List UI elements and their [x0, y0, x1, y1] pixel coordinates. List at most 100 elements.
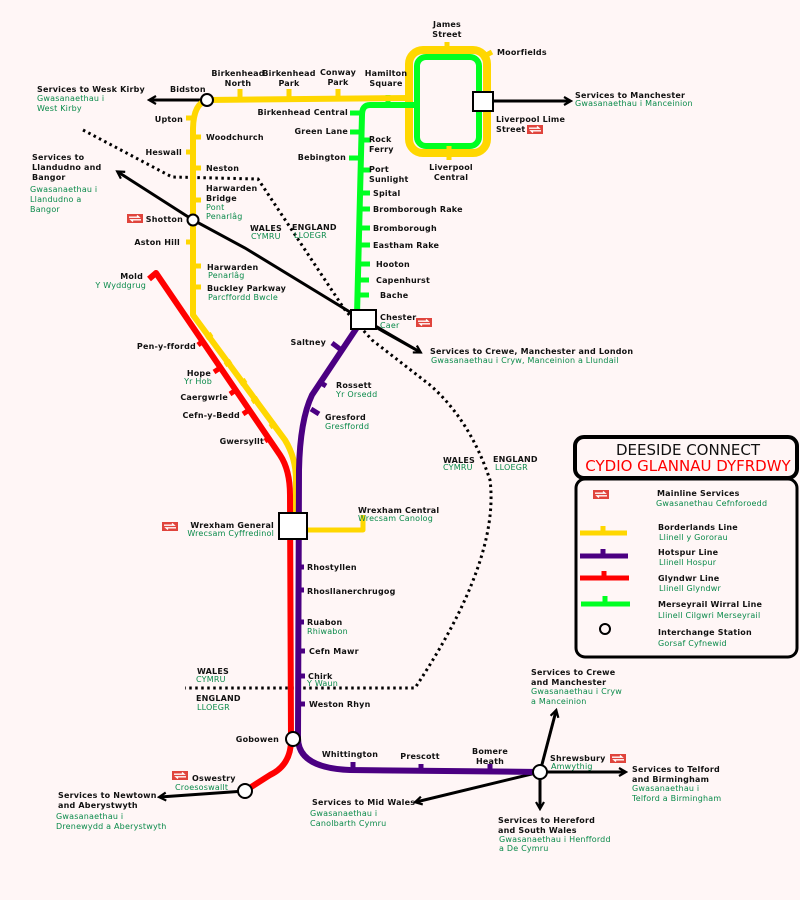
station-label[interactable]: Heswall: [145, 148, 182, 157]
station-label[interactable]: Upton: [155, 115, 183, 124]
lime-street-station[interactable]: [472, 91, 494, 112]
lloegr-label: LLOEGR: [197, 703, 230, 712]
chester-station[interactable]: [350, 309, 377, 330]
station-label[interactable]: Weston Rhyn: [309, 700, 371, 709]
station-label[interactable]: Bridge: [206, 194, 237, 203]
station-label[interactable]: Bomere: [472, 747, 508, 756]
station-label[interactable]: Hope: [187, 369, 212, 378]
station-label[interactable]: Gresford: [325, 413, 366, 422]
service-label: Services to Hereford: [498, 816, 595, 825]
station-label[interactable]: Bebington: [298, 153, 346, 162]
station-label[interactable]: Aston Hill: [134, 238, 180, 247]
station-label[interactable]: Chester: [380, 313, 416, 322]
station-label[interactable]: Rock: [369, 135, 392, 144]
station-label[interactable]: Oswestry: [192, 774, 236, 783]
station-label[interactable]: Chirk: [308, 672, 333, 681]
station-label[interactable]: Moorfields: [497, 48, 547, 57]
station-label[interactable]: Heath: [476, 757, 504, 766]
service-label: and Aberystwyth: [58, 801, 138, 810]
station-label[interactable]: Liverpool: [429, 163, 473, 172]
station-label[interactable]: Port: [369, 165, 389, 174]
wales-label: WALES: [443, 456, 475, 465]
station-label[interactable]: Birkenhead Central: [257, 108, 348, 117]
station-label[interactable]: Cefn Mawr: [309, 647, 359, 656]
mid-wales-arrow: [416, 770, 541, 802]
legend-label-welsh: Gorsaf Cyfnewid: [658, 639, 727, 648]
wales-label: WALES: [197, 667, 229, 676]
station-label[interactable]: Hamilton: [365, 69, 408, 78]
oswestry-interchange[interactable]: [237, 783, 253, 799]
station-label[interactable]: Ruabon: [307, 618, 342, 627]
station-label[interactable]: Cefn-y-Bedd: [182, 411, 240, 420]
station-label[interactable]: Bromborough: [373, 224, 437, 233]
merseyrail-line: [349, 95, 418, 316]
station-label[interactable]: Birkenhead: [211, 69, 264, 78]
station-label[interactable]: Birkenhead: [262, 69, 315, 78]
service-label: Services to Mid Wales: [312, 798, 415, 807]
station-label-welsh: Penarlâg: [208, 271, 245, 280]
station-label[interactable]: Sunlight: [369, 175, 408, 184]
station-label[interactable]: Central: [434, 173, 468, 182]
station-label[interactable]: Saltney: [291, 338, 327, 347]
service-label: Services to Telford: [632, 765, 720, 774]
station-label[interactable]: Caergwrle: [180, 393, 228, 402]
service-label: and Birmingham: [632, 775, 709, 784]
bidston-interchange[interactable]: [200, 93, 214, 107]
station-label[interactable]: Shrewsbury: [550, 754, 606, 763]
station-label[interactable]: Mold: [120, 272, 143, 281]
station-label[interactable]: Woodchurch: [206, 133, 264, 142]
station-label[interactable]: Conway: [320, 68, 357, 77]
station-label[interactable]: James: [432, 20, 461, 29]
station-label[interactable]: Capenhurst: [376, 276, 430, 285]
station-label[interactable]: Street: [432, 30, 461, 39]
station-label[interactable]: Green Lane: [295, 127, 349, 136]
station-label[interactable]: Spital: [373, 189, 400, 198]
service-label-welsh: Gwasanaethau i: [632, 784, 699, 793]
station-label[interactable]: Shotton: [146, 215, 183, 224]
station-label[interactable]: Neston: [206, 164, 239, 173]
interchange-swatch: [599, 623, 611, 635]
service-label: Services to Manchester: [575, 91, 685, 100]
station-label[interactable]: Buckley Parkway: [207, 284, 287, 293]
station-label[interactable]: Ferry: [369, 145, 394, 154]
mainline-icon: [126, 213, 144, 224]
shotton-interchange[interactable]: [186, 213, 200, 227]
station-label-welsh: Caer: [380, 321, 400, 330]
hotspur-swatch: [580, 549, 628, 559]
shrewsbury-interchange[interactable]: [532, 764, 548, 780]
station-label-welsh: Wrecsam Canolog: [358, 514, 433, 523]
service-label: Services to Crewe: [531, 668, 616, 677]
station-label[interactable]: Bidston: [170, 85, 206, 94]
station-label[interactable]: Gobowen: [236, 735, 279, 744]
station-label[interactable]: Pen-y-ffordd: [137, 342, 196, 351]
station-label[interactable]: Square: [369, 79, 403, 88]
station-label[interactable]: Bache: [380, 291, 409, 300]
station-label[interactable]: Hooton: [376, 260, 410, 269]
legend-label: Mainline Services: [657, 489, 740, 498]
station-label[interactable]: Harwarden: [206, 184, 258, 193]
gobowen-interchange[interactable]: [285, 731, 301, 747]
station-label[interactable]: Rhosllanerchrugog: [307, 587, 396, 596]
station-label[interactable]: Street: [496, 125, 525, 134]
station-label[interactable]: Whittington: [322, 750, 378, 759]
station-label[interactable]: Eastham Rake: [373, 241, 440, 250]
station-label[interactable]: Harwarden: [207, 263, 259, 272]
wrexham-general-station[interactable]: [278, 512, 308, 540]
service-label-welsh: Gwasanaethau i: [56, 812, 123, 821]
station-label[interactable]: Park: [278, 79, 300, 88]
station-label[interactable]: Prescott: [400, 752, 439, 761]
legend-label: Hotspur Line: [658, 548, 719, 557]
station-label[interactable]: Wrexham General: [190, 521, 274, 530]
station-label[interactable]: Rhostyllen: [307, 563, 357, 572]
station-label[interactable]: Gwersyllt: [220, 437, 264, 446]
station-label[interactable]: North: [225, 79, 252, 88]
station-label[interactable]: Wrexham Central: [358, 506, 439, 515]
service-label-welsh: a De Cymru: [499, 844, 549, 853]
station-label[interactable]: Rossett: [336, 381, 372, 390]
station-label[interactable]: Park: [327, 78, 349, 87]
station-label-welsh: Rhiwabon: [307, 627, 348, 636]
service-label-welsh: Gwasanaethau i Cryw, Manceinion a Llunda…: [431, 356, 619, 365]
station-label[interactable]: Liverpool Lime: [496, 115, 565, 124]
service-label: Bangor: [32, 173, 66, 182]
station-label[interactable]: Bromborough Rake: [373, 205, 463, 214]
